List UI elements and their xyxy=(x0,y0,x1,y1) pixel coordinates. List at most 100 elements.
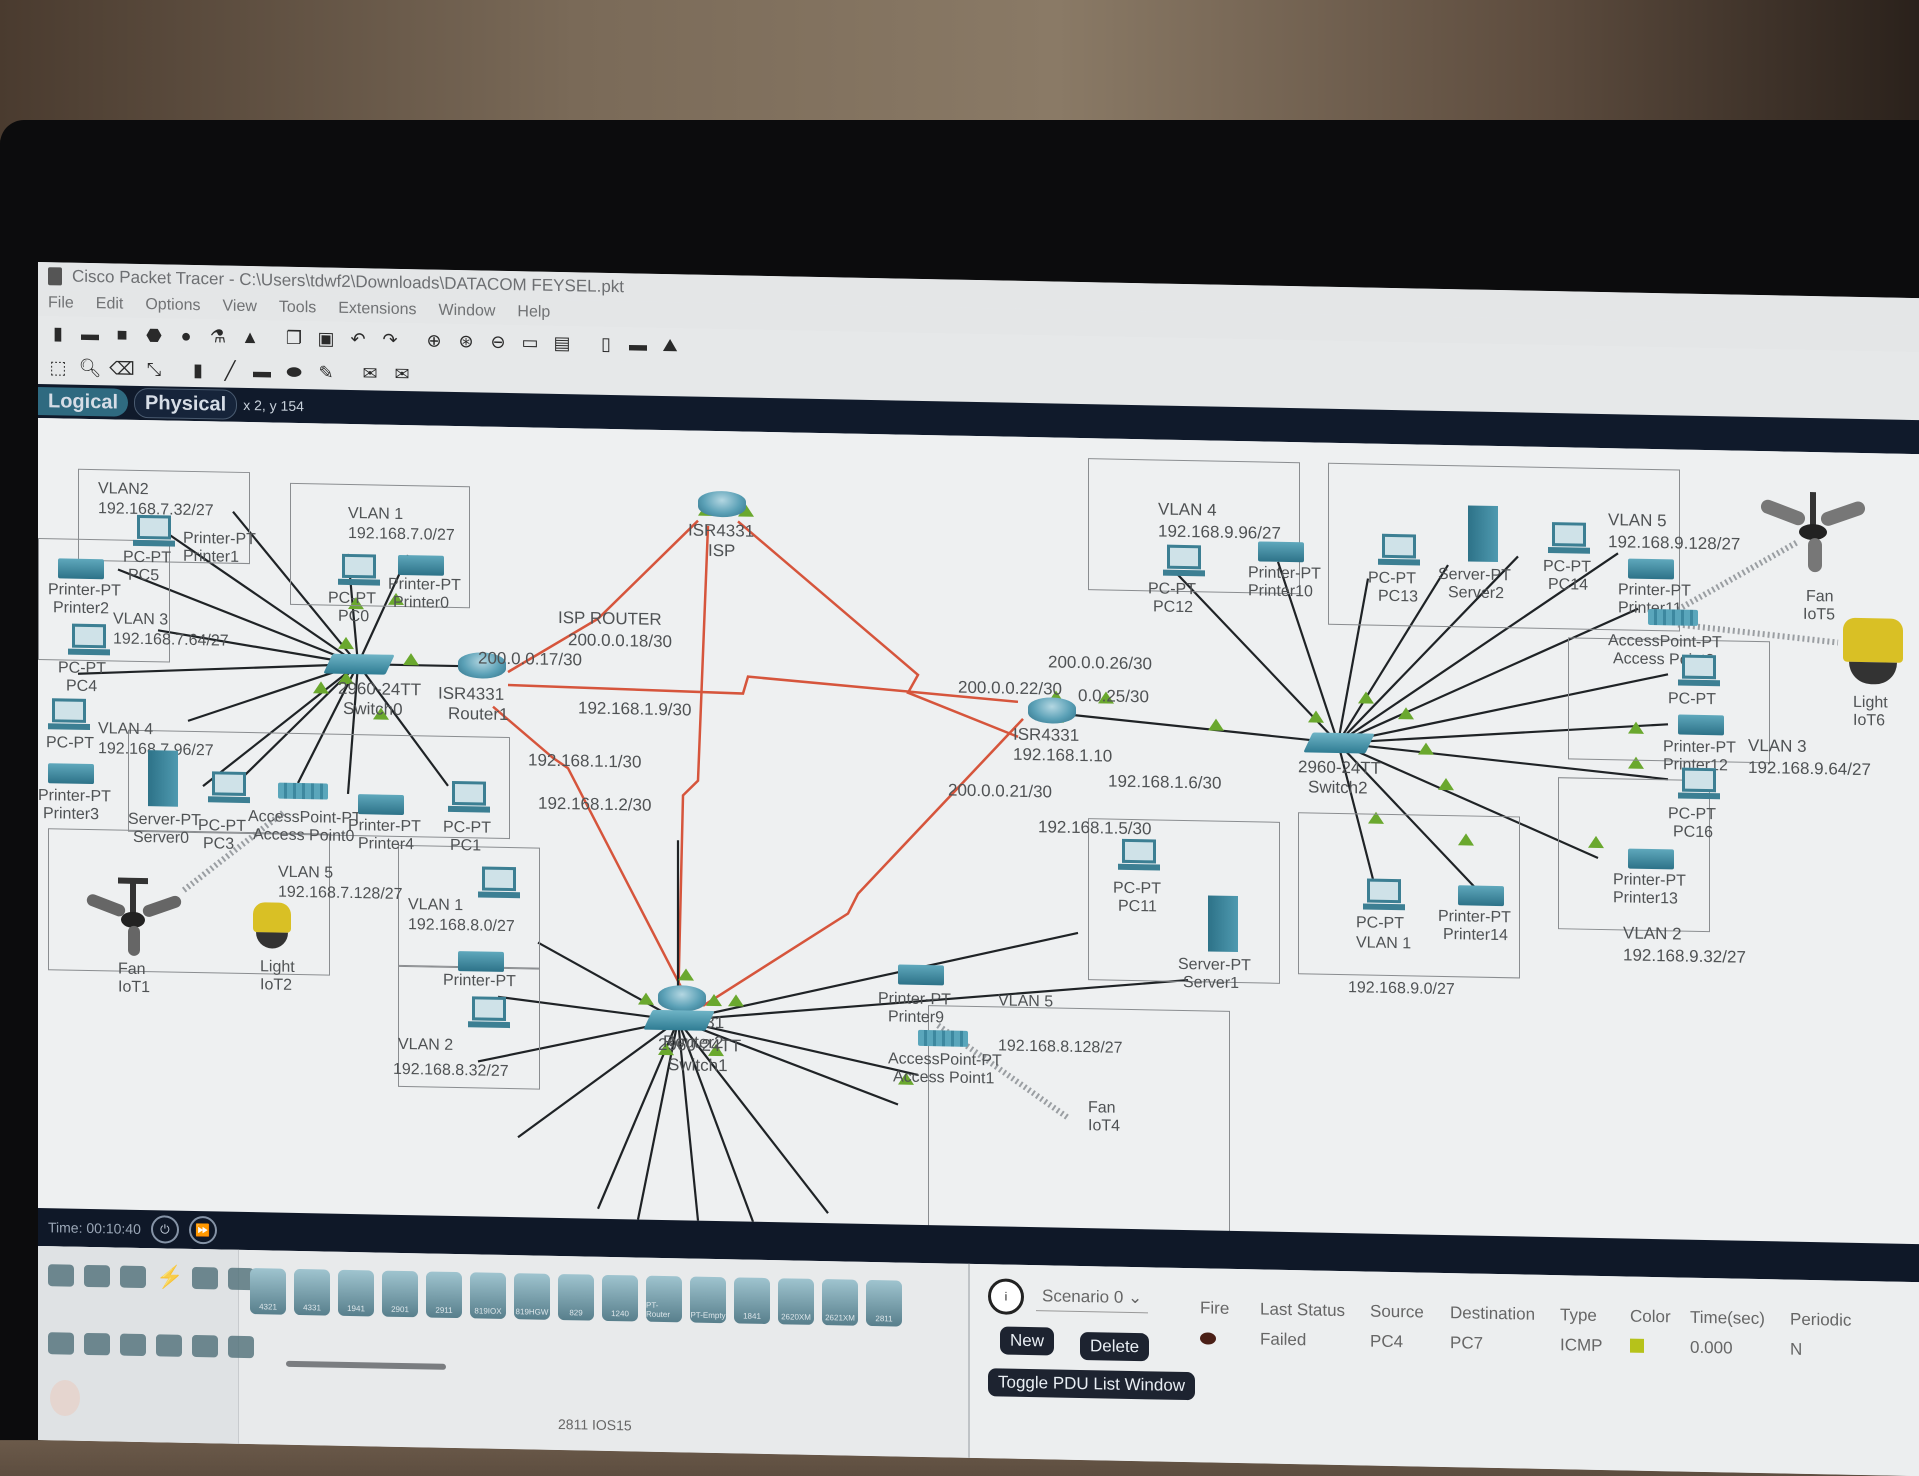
pc-15[interactable] xyxy=(1678,654,1720,687)
custom-device-icon[interactable]: ▲ xyxy=(241,326,259,347)
router-model-tile[interactable]: 2621XM xyxy=(822,1279,858,1326)
pc-16[interactable] xyxy=(1678,767,1720,800)
router-model-tile[interactable]: 2811 xyxy=(866,1279,902,1327)
fan-iot5[interactable] xyxy=(1758,491,1868,583)
router-model-tile[interactable]: 4331 xyxy=(294,1268,330,1316)
components-icon[interactable] xyxy=(120,1265,146,1289)
palette-scrollbar[interactable] xyxy=(286,1360,446,1370)
zoom-in-icon[interactable]: ⊕ xyxy=(426,329,442,351)
router-model-tile[interactable]: 819HGW xyxy=(514,1273,550,1320)
logical-tab[interactable]: Logical xyxy=(38,387,129,417)
router-model-tile[interactable]: 1941 xyxy=(338,1269,374,1317)
menu-tools[interactable]: Tools xyxy=(278,298,317,317)
delete-scenario-button[interactable]: Delete xyxy=(1080,1332,1150,1362)
router-model-tile[interactable]: 1841 xyxy=(734,1277,770,1325)
end-devices-icon[interactable] xyxy=(84,1264,110,1288)
printer-12[interactable] xyxy=(1678,714,1724,736)
wan-emulation-icon[interactable] xyxy=(228,1335,254,1359)
router-model-tile[interactable]: 2911 xyxy=(426,1271,462,1319)
custom-device-dialog-icon[interactable]: ▤ xyxy=(553,332,571,353)
printer-11[interactable] xyxy=(1628,558,1674,580)
new-scenario-button[interactable]: New xyxy=(1000,1326,1055,1356)
pc-11[interactable] xyxy=(1118,838,1160,872)
pc-4[interactable] xyxy=(68,623,110,657)
router-3[interactable] xyxy=(1028,697,1076,724)
info-icon[interactable]: i xyxy=(988,1278,1024,1315)
printer-14[interactable] xyxy=(1458,885,1504,907)
light-iot2[interactable] xyxy=(253,902,291,949)
access-point-0[interactable] xyxy=(278,782,328,800)
server-2[interactable] xyxy=(1468,505,1498,563)
fire-button[interactable] xyxy=(1200,1328,1260,1350)
server-1[interactable] xyxy=(1208,895,1238,953)
pc-0[interactable] xyxy=(338,553,380,587)
open-folder-icon[interactable]: ▬ xyxy=(81,323,99,344)
new-file-icon[interactable]: ▮ xyxy=(53,322,63,343)
paste-icon[interactable]: ▣ xyxy=(317,327,335,349)
power-cycle-icon[interactable]: ⏻ xyxy=(150,1215,179,1244)
copy-icon[interactable]: ❐ xyxy=(285,327,303,348)
access-point-2[interactable] xyxy=(1648,608,1698,626)
switches-icon[interactable] xyxy=(84,1332,110,1356)
pc-2[interactable] xyxy=(48,698,90,731)
menu-file[interactable]: File xyxy=(48,294,74,312)
pc-vlan1[interactable] xyxy=(1363,878,1405,911)
fast-forward-icon[interactable]: ⏩ xyxy=(188,1215,217,1245)
complex-pdu-icon[interactable]: ✉ xyxy=(394,363,410,384)
viewport-icon[interactable]: ▯ xyxy=(601,333,611,354)
switch-2[interactable] xyxy=(1303,732,1375,754)
router-model-tile[interactable]: PT-Empty xyxy=(690,1276,726,1324)
inspect-icon[interactable]: 🔍︎ xyxy=(78,357,102,378)
router-model-tile[interactable]: PT-Router xyxy=(646,1275,682,1323)
physical-tab[interactable]: Physical xyxy=(134,387,238,420)
router-model-tile[interactable]: 819IOX xyxy=(470,1272,506,1319)
router-model-tile[interactable]: 2620XM xyxy=(778,1278,814,1325)
resize-icon[interactable]: ⤡ xyxy=(146,358,162,379)
printer-13[interactable] xyxy=(1628,848,1674,870)
line-icon[interactable]: ╱ xyxy=(224,360,236,381)
pc-3[interactable] xyxy=(208,771,250,804)
switch-1[interactable] xyxy=(643,1009,715,1031)
router-model-tile[interactable]: 2901 xyxy=(382,1270,418,1318)
note-icon[interactable]: ▮ xyxy=(193,359,203,380)
redo-icon[interactable]: ↷ xyxy=(382,329,398,350)
pc-14[interactable] xyxy=(1548,522,1590,555)
misc-icon[interactable] xyxy=(192,1266,218,1290)
security-icon[interactable] xyxy=(192,1334,218,1358)
save-icon[interactable]: ■ xyxy=(116,324,128,345)
access-point-1[interactable] xyxy=(918,1029,968,1047)
printer-2[interactable] xyxy=(58,558,104,580)
scenario-select[interactable]: Scenario 0 ⌄ xyxy=(1036,1283,1149,1313)
simple-pdu-icon[interactable]: ✉ xyxy=(362,362,378,384)
rectangle-icon[interactable]: ▬ xyxy=(253,360,271,381)
image-icon[interactable]: ⛰ xyxy=(662,334,678,355)
pc-1[interactable] xyxy=(448,780,490,814)
fan-iot1[interactable] xyxy=(78,869,188,961)
menu-options[interactable]: Options xyxy=(145,296,201,315)
pc-7[interactable] xyxy=(478,866,520,899)
cluster-icon[interactable]: ▬ xyxy=(629,333,647,355)
server-0[interactable] xyxy=(148,750,178,807)
printer-9[interactable] xyxy=(898,964,944,986)
printer-0[interactable] xyxy=(398,554,444,576)
router-isp[interactable] xyxy=(698,490,746,518)
network-info-icon[interactable]: ⚗ xyxy=(209,325,227,347)
ellipse-icon[interactable]: ⬬ xyxy=(286,361,302,382)
menu-extensions[interactable]: Extensions xyxy=(338,299,417,319)
undo-icon[interactable]: ↶ xyxy=(350,328,366,349)
menu-help[interactable]: Help xyxy=(517,303,551,321)
menu-view[interactable]: View xyxy=(222,297,257,316)
pc-5[interactable] xyxy=(133,514,175,548)
activity-wizard-icon[interactable]: ● xyxy=(180,325,192,346)
select-icon[interactable]: ⬚ xyxy=(49,356,67,378)
connections-icon[interactable]: ⚡ xyxy=(156,1264,184,1290)
router-model-tile[interactable]: 4321 xyxy=(250,1268,286,1315)
logical-workspace[interactable]: ISR4331 ISP ISR4331 Router1 ISR4331 Rout… xyxy=(38,418,1919,1245)
pc-13[interactable] xyxy=(1378,533,1420,567)
freeform-icon[interactable]: ✎ xyxy=(318,361,334,383)
zoom-out-icon[interactable]: ⊖ xyxy=(490,331,506,352)
hubs-icon[interactable] xyxy=(120,1333,146,1357)
pc-8[interactable] xyxy=(468,996,510,1029)
printer-3[interactable] xyxy=(48,763,94,785)
zoom-reset-icon[interactable]: ⊛ xyxy=(458,330,474,351)
